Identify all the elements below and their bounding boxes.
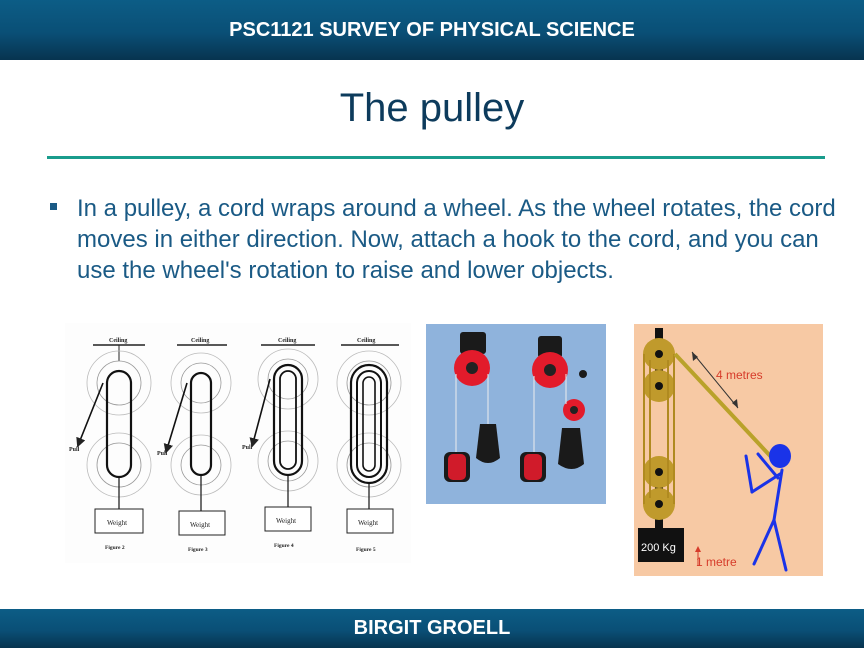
figure-caption: Figure 2 (105, 545, 125, 551)
pull-label: Pull (242, 445, 253, 451)
rope-length-label: 4 metres (716, 368, 763, 382)
title-divider (47, 156, 825, 159)
weight-label: Weight (358, 519, 378, 527)
footer-bar: BIRGIT GROELL (0, 609, 864, 648)
slide-title: The pulley (339, 86, 525, 130)
diagram-panel-3 (249, 344, 319, 532)
lift-distance-label: 1 metre (696, 555, 737, 569)
mass-label: 200 Kg (641, 542, 676, 554)
diagram-panel-2 (163, 344, 232, 536)
header-bar: PSC1121 SURVEY OF PHYSICAL SCIENCE (0, 0, 864, 60)
ceiling-label: Ceiling (109, 338, 127, 344)
weight-label: Weight (107, 519, 127, 527)
ceiling-label: Ceiling (278, 338, 296, 344)
pull-label: Pull (157, 451, 168, 457)
bullet-text: In a pulley, a cord wraps around a wheel… (77, 195, 836, 284)
weight-label: Weight (190, 521, 210, 529)
diagram-panel-4 (336, 344, 402, 534)
diagram-panel-1 (76, 344, 152, 534)
figure-caption: Figure 4 (274, 543, 294, 549)
figure-caption: Figure 5 (356, 547, 376, 553)
block-and-tackle-figure: 4 metres 200 Kg 1 metre (634, 324, 823, 576)
pulley-diagrams-drawing: Ceiling Ceiling Ceiling Ceiling Pull Pul… (69, 338, 402, 553)
pull-label: Pull (69, 447, 80, 453)
ceiling-label: Ceiling (357, 338, 375, 344)
pulley-photo-figure (426, 324, 606, 504)
pulley-diagrams-figure: Ceiling Ceiling Ceiling Ceiling Pull Pul… (65, 323, 411, 563)
pulley-photo-drawing (444, 332, 587, 482)
course-title: PSC1121 SURVEY OF PHYSICAL SCIENCE (229, 18, 635, 41)
figure-caption: Figure 3 (188, 547, 208, 553)
block-and-tackle-drawing: 4 metres 200 Kg 1 metre (638, 328, 791, 572)
author-name: BIRGIT GROELL (353, 617, 511, 639)
bullet-square-icon (50, 203, 57, 210)
weight-label: Weight (276, 517, 296, 525)
ceiling-label: Ceiling (191, 338, 209, 344)
